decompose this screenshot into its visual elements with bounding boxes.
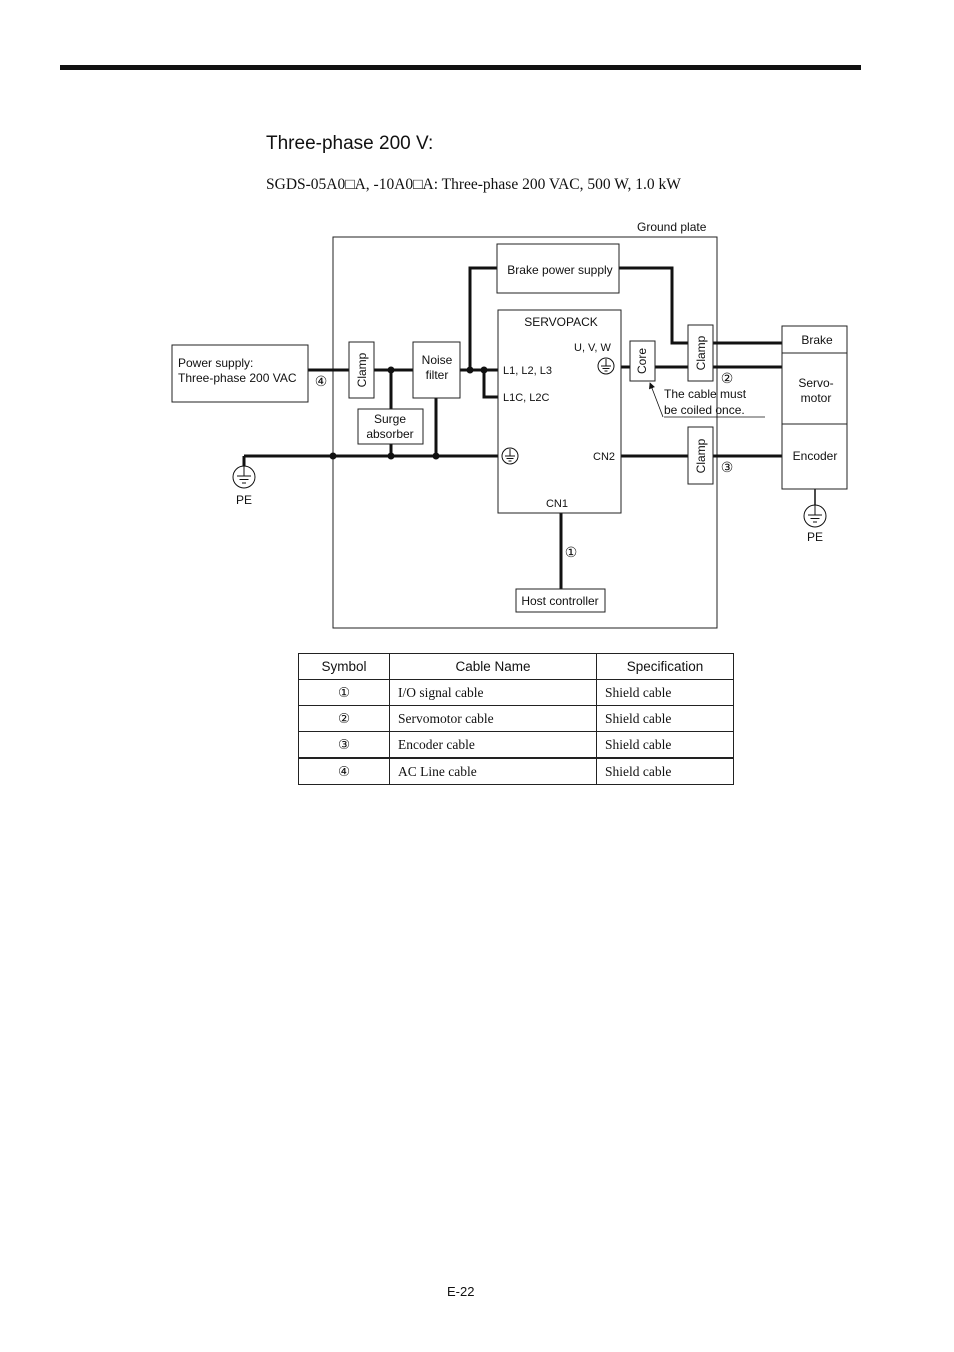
uvw-terminal-label: U, V, W: [574, 342, 611, 354]
pe-label-left: PE: [236, 493, 252, 507]
coil-note-line-1: The cable must: [664, 387, 747, 401]
row-cable-name: Encoder cable: [389, 731, 597, 759]
table-row: ① I/O signal cable Shield cable: [298, 679, 734, 706]
noise-filter-label-2: filter: [426, 368, 449, 382]
brake-supply-out: [618, 266, 688, 345]
top-rule: [60, 65, 861, 70]
row-specification: Shield cable: [596, 705, 734, 732]
coil-note-line-2: be coiled once.: [664, 403, 745, 417]
header-cable-name: Cable Name: [389, 653, 597, 680]
surge-absorber-box: [357, 408, 424, 445]
symbol-3-marker: ③: [721, 459, 734, 475]
header-specification: Specification: [596, 653, 734, 680]
ground-icon-right: [803, 504, 827, 528]
surge-absorber-label-1: Surge: [374, 412, 406, 426]
brake-power-supply-box: [496, 243, 620, 294]
table-header-row: Symbol Cable Name Specification: [298, 653, 734, 680]
clamp-box-motor: [687, 324, 714, 382]
noise-filter-box: [412, 341, 461, 399]
servomotor-label-1: Servo-: [798, 376, 833, 390]
page-number: E-22: [447, 1284, 475, 1299]
servopack-box: [497, 309, 622, 514]
row-specification: Shield cable: [596, 679, 734, 706]
row-cable-name: Servomotor cable: [389, 705, 597, 732]
row-symbol: ③: [298, 731, 390, 759]
row-symbol: ②: [298, 705, 390, 732]
brake-power-supply-label: Brake power supply: [507, 263, 612, 277]
power-supply-label-2: Three-phase 200 VAC: [178, 371, 297, 385]
row-symbol: ①: [298, 679, 390, 706]
l1c-branch: [482, 370, 498, 399]
header-symbol: Symbol: [298, 653, 390, 680]
coil-note-arrow: [649, 382, 664, 418]
brake-label: Brake: [801, 333, 833, 347]
cn1-connector-label: CN1: [546, 498, 568, 510]
component-boxes: [171, 243, 848, 613]
model-subheading: SGDS-05A0□A, -10A0□A: Three-phase 200 VA…: [266, 176, 681, 193]
cable-lines: [242, 266, 782, 589]
clamp-label-encoder: Clamp: [694, 438, 708, 473]
brake-supply-feed: [468, 266, 498, 370]
power-supply-label-1: Power supply:: [178, 356, 253, 370]
table-row: ④ AC Line cable Shield cable: [298, 757, 734, 785]
clamp-box-ac: [348, 341, 375, 399]
row-cable-name: I/O signal cable: [389, 679, 597, 706]
junction-dots: [329, 366, 488, 460]
surge-absorber-label-2: absorber: [366, 427, 413, 441]
host-controller-box: [515, 588, 606, 613]
clamp-box-encoder: [687, 426, 714, 485]
row-symbol: ④: [298, 757, 390, 785]
clamp-label-motor: Clamp: [694, 335, 708, 370]
table-row: ② Servomotor cable Shield cable: [298, 705, 734, 732]
cable-spec-table: Symbol Cable Name Specification ① I/O si…: [298, 653, 734, 785]
servopack-label: SERVOPACK: [524, 315, 598, 329]
ground-icon-uvw: [597, 357, 615, 375]
power-supply-box: [171, 344, 309, 403]
servomotor-label-2: motor: [801, 391, 832, 405]
core-box: [629, 340, 656, 382]
pe-label-right: PE: [807, 530, 823, 544]
core-label: Core: [635, 348, 649, 374]
row-specification: Shield cable: [596, 757, 734, 785]
l1cl2c-terminal-label: L1C, L2C: [503, 392, 550, 404]
row-specification: Shield cable: [596, 731, 734, 759]
cn2-connector-label: CN2: [593, 451, 615, 463]
symbol-1-marker: ①: [565, 544, 578, 560]
noise-filter-label-1: Noise: [422, 353, 453, 367]
host-controller-label: Host controller: [521, 594, 598, 608]
clamp-label-ac: Clamp: [355, 352, 369, 387]
row-cable-name: AC Line cable: [389, 757, 597, 785]
table-row: ③ Encoder cable Shield cable: [298, 731, 734, 759]
ground-icon-servopack: [501, 447, 519, 465]
section-heading: Three-phase 200 V:: [266, 133, 434, 154]
symbol-4-marker: ④: [315, 373, 328, 389]
l1l2l3-terminal-label: L1, L2, L3: [503, 365, 552, 377]
symbol-2-marker: ②: [721, 370, 734, 386]
wiring-diagram: Ground plate: [171, 220, 848, 629]
ground-icon-left: [232, 465, 256, 489]
encoder-label: Encoder: [793, 449, 838, 463]
ground-plate-frame: [332, 236, 718, 629]
ground-plate-label: Ground plate: [637, 220, 707, 234]
motor-box: [781, 325, 848, 490]
